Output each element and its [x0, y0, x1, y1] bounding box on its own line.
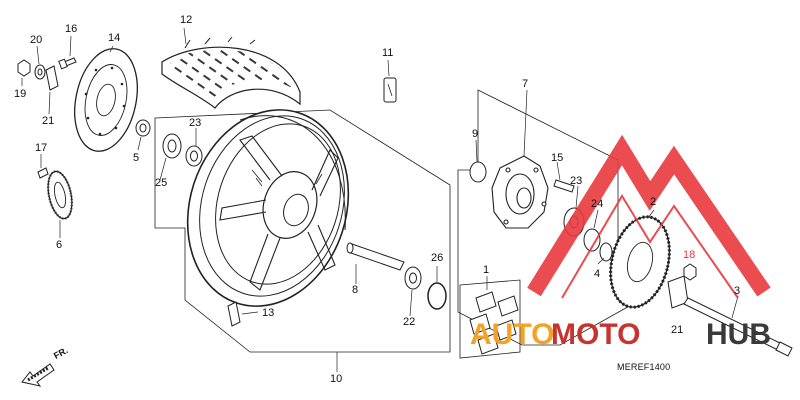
callout-5: 5 [133, 152, 140, 164]
callout-23-top: 23 [189, 117, 202, 129]
callout-2: 2 [650, 196, 657, 208]
callout-12: 12 [180, 14, 193, 26]
callout-20: 20 [30, 34, 43, 46]
watermark-text-auto: AUTO [470, 318, 555, 351]
assembly-outlines [154, 89, 641, 359]
diagram-reference-code: MEREF1400 [617, 362, 671, 372]
callout-19: 19 [14, 88, 27, 100]
sprocket [609, 215, 671, 309]
callout-21-left: 21 [42, 115, 55, 127]
callout-16: 16 [65, 23, 78, 35]
watermark-text-moto: MOTO [551, 318, 641, 351]
callout-11: 11 [382, 47, 394, 59]
callout-17: 17 [35, 142, 48, 154]
tire [161, 36, 301, 109]
leader-lines [21, 27, 739, 372]
callout-25: 25 [155, 177, 168, 189]
driven-flange [491, 155, 549, 229]
callout-18: 18 [683, 249, 696, 261]
damper-rubbers [469, 291, 519, 355]
callout-6: 6 [56, 239, 63, 251]
front-direction-arrow [21, 363, 55, 387]
pulser-ring [46, 170, 74, 220]
brake-disc [74, 48, 138, 152]
callout-13: 13 [262, 307, 275, 319]
watermark-triangle-inner [561, 194, 739, 299]
callout-3: 3 [734, 285, 741, 297]
axle-parts [227, 77, 793, 357]
watermark-triangle [527, 134, 771, 297]
callout-4: 4 [594, 268, 601, 280]
callout-9: 9 [472, 128, 479, 140]
callout-14: 14 [108, 32, 121, 44]
callout-8: 8 [352, 284, 359, 296]
watermark-text-hub: HUB [706, 318, 771, 351]
callout-24: 24 [591, 198, 604, 210]
disc-bolts-and-collars [17, 57, 203, 179]
callout-15: 15 [551, 152, 564, 164]
wheel-rim [186, 109, 350, 307]
callout-22: 23 [570, 175, 583, 187]
callout-21-right: 21 [671, 324, 684, 336]
callout-23-bottom: 22 [403, 316, 416, 328]
callout-7: 7 [522, 78, 529, 90]
callout-1: 1 [483, 264, 490, 276]
callout-10: 10 [330, 373, 343, 385]
callout-26: 26 [431, 252, 444, 264]
